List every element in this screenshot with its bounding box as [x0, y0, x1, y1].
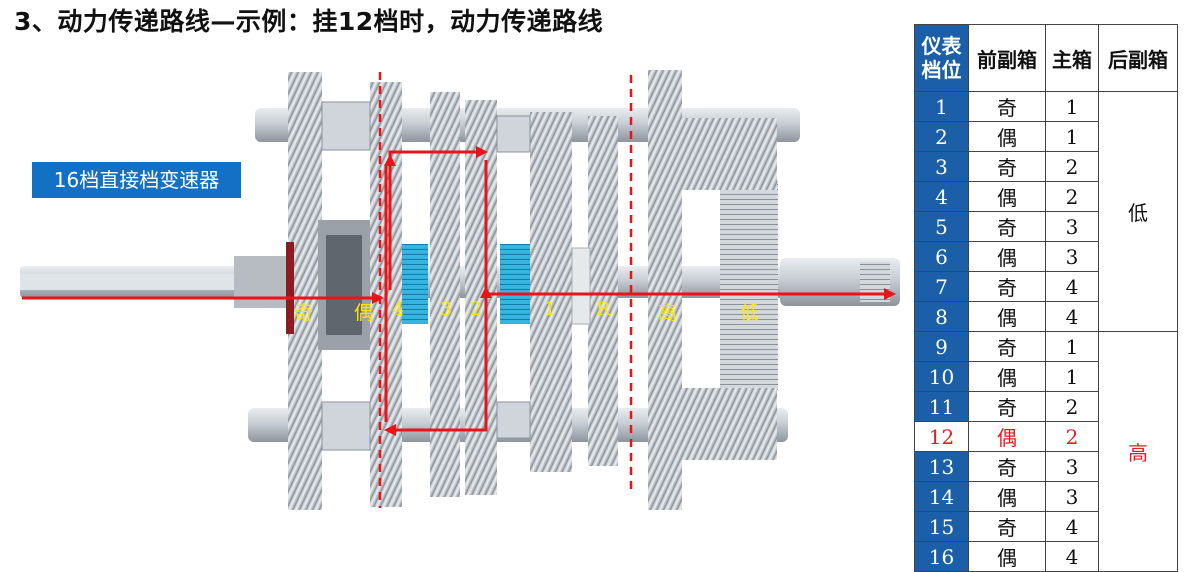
- main-box-cell: 1: [1045, 91, 1099, 122]
- front-aux-cell: 偶: [968, 481, 1046, 512]
- front-aux-cell: 奇: [968, 451, 1046, 482]
- gear-number: 4: [914, 181, 969, 212]
- gear-number: 2: [914, 121, 969, 152]
- main-box-cell: 4: [1045, 541, 1099, 572]
- segment-label-2: 2: [470, 298, 483, 320]
- segment-label-high: 高: [658, 302, 678, 324]
- table-row: 14 偶 3: [914, 481, 1178, 512]
- gear-number: 1: [914, 91, 969, 122]
- table-row: 11 奇 2: [914, 391, 1178, 422]
- table-row: 6 偶 3: [914, 241, 1178, 272]
- front-aux-cell: 奇: [968, 391, 1046, 422]
- table-row: 13 奇 3: [914, 451, 1178, 482]
- gear-number: 15: [914, 511, 969, 542]
- table-row: 7 奇 4: [914, 271, 1178, 302]
- main-box-cell: 3: [1045, 451, 1099, 482]
- front-aux-cell: 偶: [968, 181, 1046, 212]
- rear-aux-low: 低: [1098, 91, 1178, 332]
- front-aux-cell: 奇: [968, 331, 1046, 362]
- rear-aux-high: 高: [1098, 331, 1178, 572]
- table-row: 10 偶 1: [914, 361, 1178, 392]
- front-aux-cell: 奇: [968, 151, 1046, 182]
- header-instrument-gear: 仪表 档位: [914, 24, 969, 92]
- main-box-cell: 4: [1045, 511, 1099, 542]
- gear-number: 12: [914, 421, 969, 452]
- gear-number: 13: [914, 451, 969, 482]
- segment-label-odd: 奇: [294, 302, 314, 324]
- front-aux-cell: 奇: [968, 511, 1046, 542]
- gear-number: 6: [914, 241, 969, 272]
- gear-number: 14: [914, 481, 969, 512]
- table-header-row: 仪表 档位 前副箱 主箱 后副箱: [914, 24, 1178, 92]
- gear-number: 3: [914, 151, 969, 182]
- table-row: 5 奇 3: [914, 211, 1178, 242]
- main-box-cell: 2: [1045, 181, 1099, 212]
- front-aux-cell: 偶: [968, 541, 1046, 572]
- segment-label-1: 1: [544, 298, 557, 320]
- front-aux-cell: 偶: [968, 121, 1046, 152]
- main-box-cell: 1: [1045, 121, 1099, 152]
- table-row: 4 偶 2: [914, 181, 1178, 212]
- main-box-cell: 3: [1045, 481, 1099, 512]
- front-aux-cell: 奇: [968, 91, 1046, 122]
- gear-number: 7: [914, 271, 969, 302]
- main-box-cell: 4: [1045, 301, 1099, 332]
- main-box-cell: 1: [1045, 361, 1099, 392]
- gearbox-illustration: [20, 70, 900, 510]
- main-box-cell: 2: [1045, 421, 1099, 452]
- main-box-cell: 3: [1045, 211, 1099, 242]
- transmission-label: 16档直接档变速器: [32, 162, 241, 198]
- header-instrument-gear-text: 仪表 档位: [921, 34, 962, 82]
- header-front-aux: 前副箱: [968, 24, 1046, 92]
- gear-stack: [288, 70, 778, 510]
- gearbox-diagram: 16档直接档变速器 奇 偶 4 3 2 1 R 高 低: [0, 30, 905, 565]
- main-box-cell: 4: [1045, 271, 1099, 302]
- front-aux-cell: 奇: [968, 211, 1046, 242]
- segment-label-4: 4: [392, 298, 405, 320]
- gear-number: 11: [914, 391, 969, 422]
- front-aux-cell: 偶: [968, 361, 1046, 392]
- front-aux-cell: 偶: [968, 301, 1046, 332]
- front-aux-cell: 偶: [968, 241, 1046, 272]
- gear-number: 8: [914, 301, 969, 332]
- segment-label-low: 低: [740, 302, 760, 324]
- gear-table: 仪表 档位 前副箱 主箱 后副箱 1 奇 1 低 2 偶 1 3 奇 2 4 偶…: [914, 24, 1178, 572]
- table-row: 2 偶 1: [914, 121, 1178, 152]
- table-row: 8 偶 4: [914, 301, 1178, 332]
- main-box-cell: 2: [1045, 151, 1099, 182]
- page-title: 3、动力传递路线—示例：挂12档时，动力传递路线: [14, 7, 604, 36]
- main-box-cell: 1: [1045, 331, 1099, 362]
- gear-number: 16: [914, 541, 969, 572]
- table-row: 3 奇 2: [914, 151, 1178, 182]
- header-main-box: 主箱: [1045, 24, 1099, 92]
- front-aux-cell: 奇: [968, 271, 1046, 302]
- gear-number: 5: [914, 211, 969, 242]
- gear-number: 10: [914, 361, 969, 392]
- segment-label-3: 3: [440, 298, 453, 320]
- table-row: 1 奇 1 低: [914, 91, 1178, 332]
- segment-label-reverse: R: [596, 298, 611, 320]
- gear-number: 9: [914, 331, 969, 362]
- segment-label-even: 偶: [354, 302, 374, 324]
- main-box-cell: 2: [1045, 391, 1099, 422]
- main-box-cell: 3: [1045, 241, 1099, 272]
- front-aux-cell: 偶: [968, 421, 1046, 452]
- table-row: 15 奇 4: [914, 511, 1178, 542]
- header-rear-aux: 后副箱: [1098, 24, 1178, 92]
- table-row: 9 奇 1 高: [914, 331, 1178, 572]
